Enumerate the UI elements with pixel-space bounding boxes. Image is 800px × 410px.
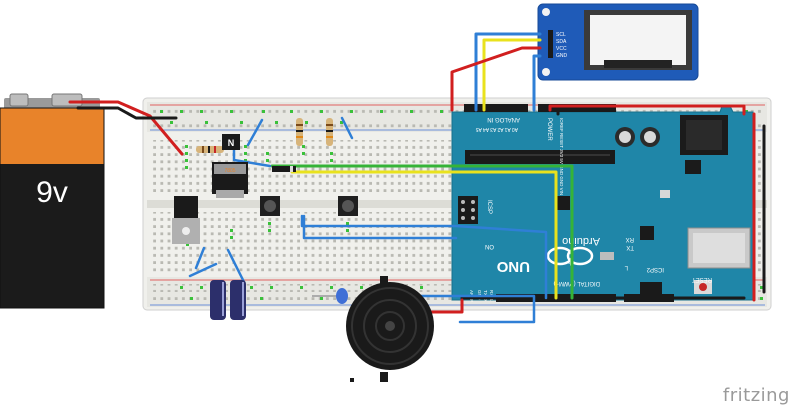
battery-label: 9v xyxy=(36,176,68,209)
arduino-power-pins: IOREF RESET 3V3 5V GND GND VIN xyxy=(559,118,564,195)
arduino-on-label: ON xyxy=(485,243,494,249)
arduino-l-label: L xyxy=(624,264,628,270)
connected-holes xyxy=(160,110,763,300)
oled-pin-scl: SCL xyxy=(556,32,566,38)
arduino-digital-label: DIGITAL (PWM~) xyxy=(553,280,600,286)
arduino-brand: Arduino xyxy=(562,235,600,247)
transistor-label: N xyxy=(228,138,235,148)
component-labels: N 7805 xyxy=(224,138,235,174)
oled-module xyxy=(537,3,699,81)
arduino-reset-label: RESET xyxy=(692,276,712,282)
arduino-rx-label: RX xyxy=(626,236,634,242)
components xyxy=(172,118,434,382)
regulator-label: 7805 xyxy=(224,168,235,174)
oled-pin-labels: SCL SDA VCC GND xyxy=(556,32,568,59)
arduino-power-header: POWER xyxy=(546,118,552,141)
arduino-analog-pins: A0 A1 A2 A3 A4 A5 xyxy=(476,126,518,132)
arduino-analog-header: ANALOG IN xyxy=(487,116,520,122)
arduino-uno xyxy=(451,104,754,302)
oled-pin-gnd: GND xyxy=(556,53,568,59)
oled-pin-sda: SDA xyxy=(556,39,567,45)
arduino-icsp-label: ICSP xyxy=(486,200,492,214)
oled-pin-vcc: VCC xyxy=(556,46,567,52)
wires xyxy=(68,32,766,324)
arduino-tx-label: TX xyxy=(626,244,634,250)
arduino-icsp2-label: ICSP2 xyxy=(646,266,664,272)
arduino-model: UNO xyxy=(496,258,530,275)
fritzing-watermark: fritzing xyxy=(722,385,790,406)
battery-9v xyxy=(0,93,105,309)
